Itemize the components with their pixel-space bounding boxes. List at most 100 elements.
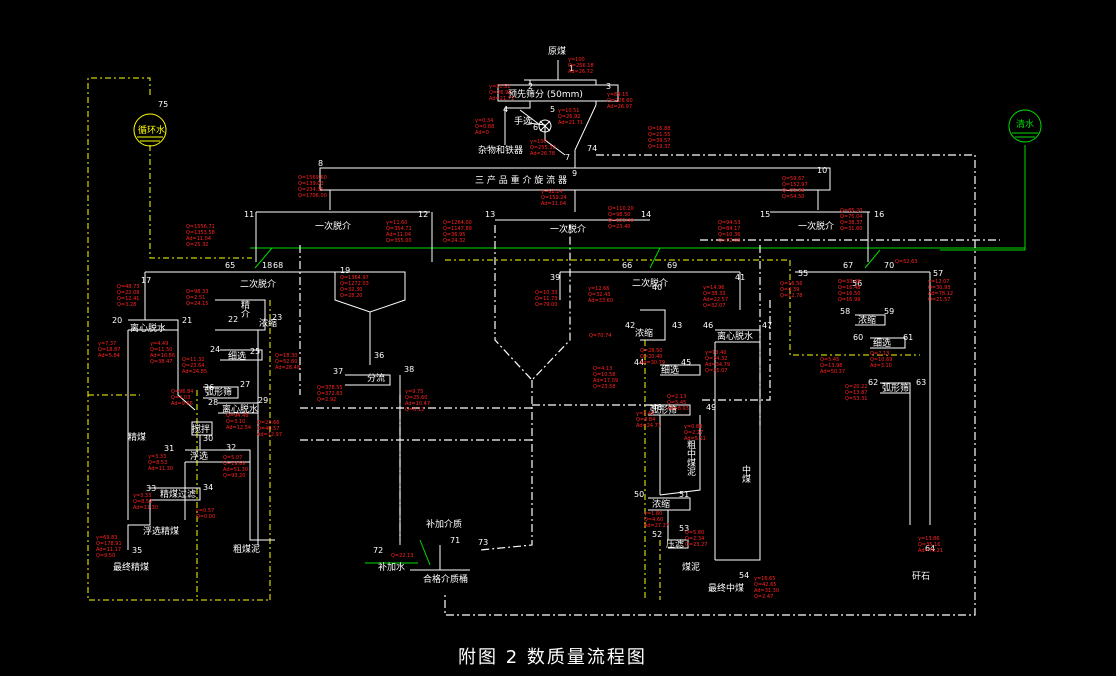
desliming-2a-label: 二次脱介 xyxy=(240,278,276,290)
node-number-17: 17 xyxy=(141,276,151,285)
node-number-21: 21 xyxy=(182,316,192,325)
thicken-d-label: 浓缩 xyxy=(652,498,670,510)
clear-water-label: 清水 xyxy=(1016,118,1034,130)
centrifuge-c-label: 离心脱水 xyxy=(717,330,753,342)
mixed-vertical: 精介 xyxy=(239,299,250,318)
node-number-50: 50 xyxy=(634,490,644,499)
node-number-3: 3 xyxy=(606,82,611,91)
qualified-medium-label: 合格介质桶 xyxy=(423,573,468,585)
node-number-26: 26 xyxy=(204,383,214,392)
desliming-1c-label: 一次脱介 xyxy=(798,220,834,232)
node-number-10: 10 xyxy=(817,166,827,175)
node-number-49: 49 xyxy=(706,403,716,412)
node-number-52: 52 xyxy=(652,530,662,539)
classify-a-label: 细选 xyxy=(228,350,246,362)
data-block-b70: Q=52.63 xyxy=(895,259,917,265)
final-clean-label: 最终精煤 xyxy=(113,561,149,573)
node-number-30: 30 xyxy=(203,434,213,443)
prescreen-box xyxy=(497,84,619,102)
arc-screen-b-label: 弧形筛 xyxy=(650,404,677,416)
node-number-4: 4 xyxy=(503,105,508,114)
node-number-57: 57 xyxy=(933,269,943,278)
node-number-12: 12 xyxy=(418,210,428,219)
node-number-44: 44 xyxy=(634,358,644,367)
node-number-69: 69 xyxy=(667,261,677,270)
press-filter-label: 压滤 xyxy=(666,538,684,550)
node-number-16: 16 xyxy=(874,210,884,219)
stir-label: 搅拌 xyxy=(192,423,210,435)
data-block-b42: Q=70.74 xyxy=(589,333,611,339)
centrifuge-a-label: 离心脱水 xyxy=(130,322,166,334)
node-number-48: 48 xyxy=(652,403,662,412)
flotation-label: 浮选 xyxy=(190,450,208,462)
desliming-1b-label: 一次脱介 xyxy=(550,223,586,235)
node-number-9: 9 xyxy=(572,169,577,178)
node-number-42: 42 xyxy=(625,321,635,330)
final-middling-label: 最终中煤 xyxy=(708,582,744,594)
circ-water-tank: 循环水 xyxy=(133,113,167,147)
slime-label: 煤泥 xyxy=(682,561,700,573)
thicken-a-label: 浓缩 xyxy=(259,317,277,329)
node-number-11: 11 xyxy=(244,210,254,219)
node-number-68: 68 xyxy=(273,261,283,270)
node-number-31: 31 xyxy=(164,444,174,453)
node-number-56: 56 xyxy=(852,279,862,288)
debris-label: 杂物和铁器 xyxy=(478,144,523,156)
node-number-33: 33 xyxy=(146,484,156,493)
node-number-51: 51 xyxy=(679,490,689,499)
gangue-label: 矸石 xyxy=(912,571,930,582)
node-number-62: 62 xyxy=(868,378,878,387)
node-number-71: 71 xyxy=(450,536,460,545)
node-number-15: 15 xyxy=(760,210,770,219)
circ-water-label: 循环水 xyxy=(138,124,165,136)
desliming-2b-label: 二次脱介 xyxy=(632,277,668,289)
centrifuge-b-label: 离心脱水 xyxy=(222,403,258,415)
float-clean-label: 浮选精煤 xyxy=(143,525,179,537)
node-number-6: 6 xyxy=(533,123,538,132)
node-number-29: 29 xyxy=(258,396,268,405)
node-number-75: 75 xyxy=(158,100,168,109)
node-number-24: 24 xyxy=(210,345,220,354)
node-number-60: 60 xyxy=(853,333,863,342)
node-number-55: 55 xyxy=(798,269,808,278)
desliming-1a-label: 一次脱介 xyxy=(315,220,351,232)
node-number-1: 1 xyxy=(569,64,574,73)
node-number-58: 58 xyxy=(840,307,850,316)
circ-water-icon xyxy=(133,113,167,147)
node-number-35: 35 xyxy=(132,546,142,555)
node-number-32: 32 xyxy=(226,443,236,452)
three-product-label: 三 产 品 重 介 旋 流 器 xyxy=(475,174,567,186)
